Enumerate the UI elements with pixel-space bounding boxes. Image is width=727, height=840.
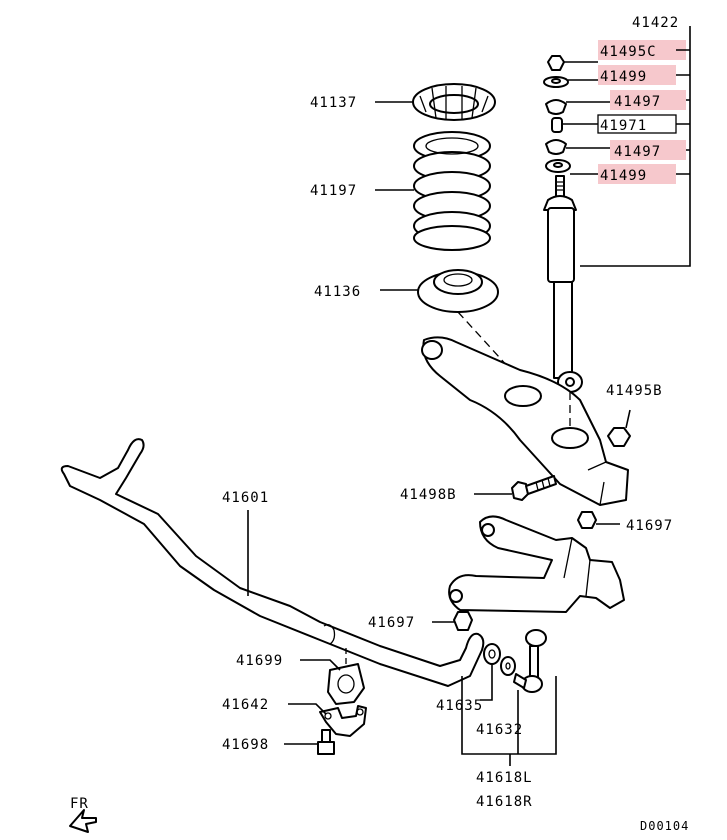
label-41136: 41136 bbox=[314, 284, 361, 300]
bushings-41635 bbox=[483, 643, 516, 676]
label-41698: 41698 bbox=[222, 737, 269, 753]
diagram-code: D00104 bbox=[640, 819, 689, 833]
bracket-41618 bbox=[461, 676, 557, 766]
bracket-41642 bbox=[319, 705, 367, 737]
label-41697-lower: 41697 bbox=[368, 615, 415, 631]
lower-spring-seat bbox=[417, 269, 499, 313]
stabilizer-link bbox=[513, 629, 547, 693]
highlight-41497-upper bbox=[610, 90, 686, 110]
spring-axis-dash bbox=[457, 311, 521, 381]
highlight-41497-lower bbox=[610, 140, 686, 160]
stabilizer-bar bbox=[60, 438, 485, 687]
bolt-41698 bbox=[317, 729, 335, 755]
label-41499-upper: 41499 bbox=[600, 69, 647, 85]
label-41632: 41632 bbox=[476, 722, 523, 738]
shock-mount-stack bbox=[543, 55, 610, 175]
label-41635: 41635 bbox=[436, 698, 483, 714]
knuckle-and-arms bbox=[448, 515, 625, 613]
lower-arm bbox=[421, 336, 629, 506]
coil-spring bbox=[413, 131, 491, 251]
highlight-41499-upper bbox=[598, 65, 676, 85]
label-41422: 41422 bbox=[632, 15, 679, 31]
leader-41495B bbox=[625, 409, 631, 429]
label-41495C: 41495C bbox=[600, 44, 657, 60]
bracket-41635 bbox=[480, 664, 493, 701]
front-direction-arrow bbox=[69, 809, 97, 833]
bushing-41699 bbox=[327, 663, 365, 705]
label-41697-upper: 41697 bbox=[626, 518, 673, 534]
nut-41495B bbox=[607, 427, 631, 447]
highlight-41495C bbox=[598, 40, 686, 60]
label-41498B: 41498B bbox=[400, 487, 457, 503]
upper-spring-seat bbox=[412, 83, 496, 121]
label-fr: FR bbox=[70, 796, 89, 812]
label-41497-lower: 41497 bbox=[614, 144, 661, 160]
label-41499-lower: 41499 bbox=[600, 168, 647, 184]
label-41971: 41971 bbox=[600, 118, 647, 134]
label-41642: 41642 bbox=[222, 697, 269, 713]
nut-41697-upper bbox=[577, 511, 597, 529]
label-41618R: 41618R bbox=[476, 794, 533, 810]
label-41137: 41137 bbox=[310, 95, 357, 111]
label-41495B: 41495B bbox=[606, 383, 663, 399]
label-41618L: 41618L bbox=[476, 770, 533, 786]
bolt-41498B bbox=[511, 475, 557, 501]
highlight-41499-lower bbox=[598, 164, 676, 184]
label-41197: 41197 bbox=[310, 183, 357, 199]
label-41601: 41601 bbox=[222, 490, 269, 506]
label-41699: 41699 bbox=[236, 653, 283, 669]
shock-absorber bbox=[543, 175, 583, 393]
leader-41699 bbox=[300, 659, 341, 671]
leader-41642 bbox=[288, 703, 327, 715]
bracket-41422 bbox=[580, 26, 691, 267]
label-41497-upper: 41497 bbox=[614, 94, 661, 110]
nut-41697-lower bbox=[453, 611, 473, 631]
